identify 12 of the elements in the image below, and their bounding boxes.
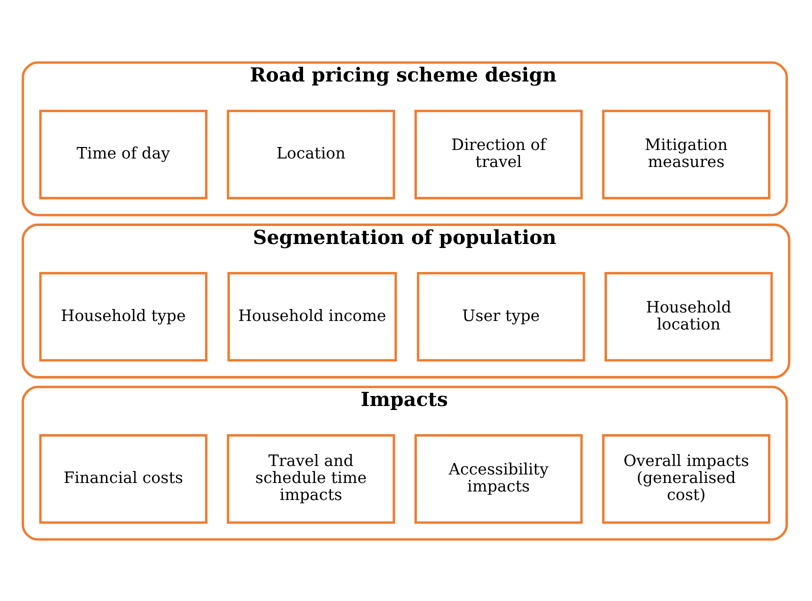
node-box: Household location: [604, 271, 773, 362]
node-box: Financial costs: [39, 434, 208, 524]
node-box: User type: [416, 271, 586, 362]
node-box: Direction of travel: [414, 109, 583, 199]
node-box: Mitigation measures: [602, 109, 770, 199]
node-box: Location: [226, 109, 396, 199]
node-box: Overall impacts (generalised cost): [602, 434, 770, 524]
node-box: Household income: [227, 271, 397, 362]
node-box: Accessibility impacts: [414, 434, 583, 524]
node-box: Household type: [39, 271, 208, 362]
node-box: Travel and schedule time impacts: [226, 434, 396, 524]
node-box: Time of day: [39, 109, 208, 199]
